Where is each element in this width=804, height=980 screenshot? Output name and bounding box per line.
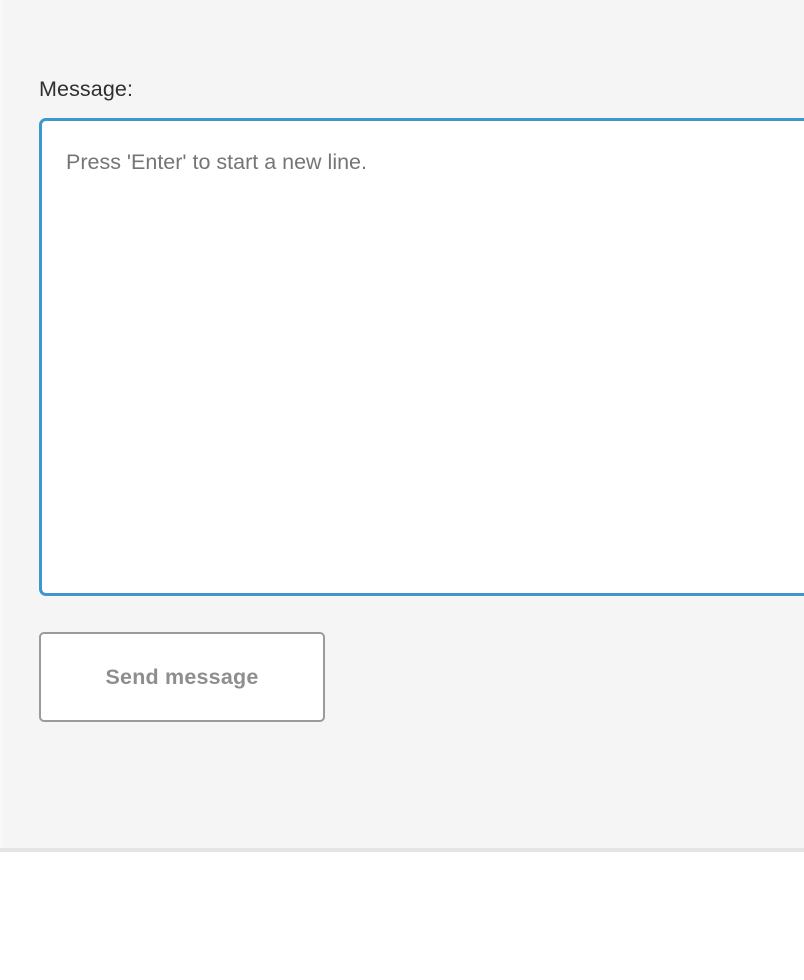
- message-composer-panel: Message: Send message: [0, 0, 804, 848]
- message-field-label: Message:: [39, 77, 134, 101]
- message-textarea[interactable]: [39, 118, 804, 596]
- send-message-button[interactable]: Send message: [39, 632, 325, 722]
- panel-left-edge-strip: [0, 0, 2, 848]
- page-empty-area-below: [0, 852, 804, 980]
- panel-bottom-divider: [0, 848, 804, 852]
